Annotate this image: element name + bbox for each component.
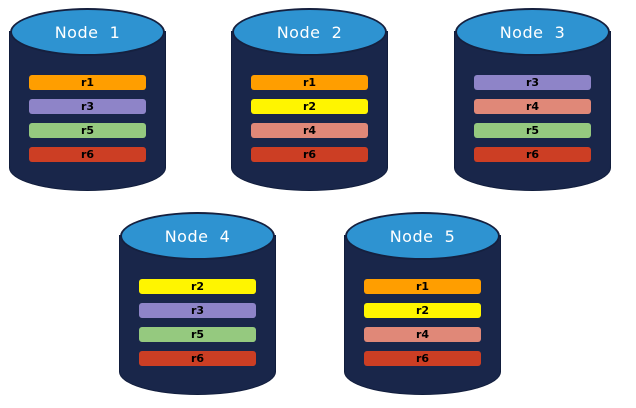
cylinder-top-icon	[10, 8, 165, 56]
replica-bar[interactable]: r6	[474, 147, 591, 162]
replica-bar[interactable]: r3	[29, 99, 146, 114]
replica-list: r1 r2 r4 r6	[232, 75, 387, 162]
replica-bar[interactable]: r2	[139, 279, 256, 294]
replica-bar[interactable]: r1	[251, 75, 368, 90]
replica-bar[interactable]: r6	[251, 147, 368, 162]
replica-bar[interactable]: r1	[364, 279, 481, 294]
replica-bar[interactable]: r4	[364, 327, 481, 342]
replica-bar[interactable]: r3	[139, 303, 256, 318]
replica-bar[interactable]: r4	[474, 99, 591, 114]
replica-list: r1 r3 r5 r6	[10, 75, 165, 162]
cylinder-base-icon	[10, 164, 165, 190]
replica-bar[interactable]: r2	[364, 303, 481, 318]
replica-bar[interactable]: r6	[139, 351, 256, 366]
cylinder-base-icon	[455, 164, 610, 190]
replica-list: r2 r3 r5 r6	[120, 279, 275, 366]
replica-bar[interactable]: r5	[29, 123, 146, 138]
cylinder-base-icon	[345, 368, 500, 394]
replica-bar[interactable]: r6	[364, 351, 481, 366]
cylinder-base-icon	[120, 368, 275, 394]
cylinder-top-icon	[232, 8, 387, 56]
cylinder-top-icon	[120, 212, 275, 260]
replica-list: r3 r4 r5 r6	[455, 75, 610, 162]
cylinder-base-icon	[232, 164, 387, 190]
replica-bar[interactable]: r4	[251, 123, 368, 138]
replica-list: r1 r2 r4 r6	[345, 279, 500, 366]
replica-bar[interactable]: r3	[474, 75, 591, 90]
replica-bar[interactable]: r2	[251, 99, 368, 114]
replica-bar[interactable]: r6	[29, 147, 146, 162]
cylinder-top-icon	[345, 212, 500, 260]
replica-bar[interactable]: r5	[474, 123, 591, 138]
cylinder-top-icon	[455, 8, 610, 56]
replica-bar[interactable]: r5	[139, 327, 256, 342]
replica-bar[interactable]: r1	[29, 75, 146, 90]
